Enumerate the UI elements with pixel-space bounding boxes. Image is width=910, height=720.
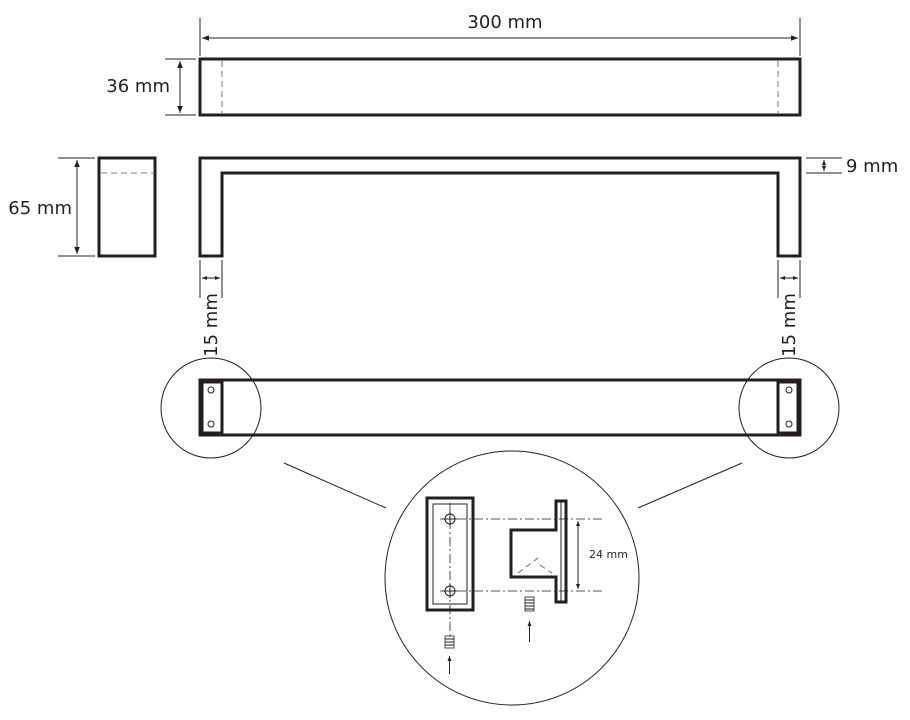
mount-spacing-label: 24 mm [589,548,628,561]
side-view: 65 mm [8,156,157,258]
detail-circle-right [738,357,840,459]
bottom-view [160,357,840,509]
screw-icon [444,635,455,674]
thickness-label: 9 mm [846,156,898,177]
leg-width-right-label: 15 mm [779,293,800,357]
leg-width-left-label: 15 mm [201,293,222,357]
mount-detail: 24 mm [384,450,640,706]
detail-circle-left [160,357,262,459]
screw-icon [524,596,535,642]
front-view: 9 mm 15 mm 15 mm [198,156,898,357]
length-label: 300 mm [467,12,542,33]
depth-label: 36 mm [106,76,170,97]
detail-circle-enlarged [384,450,640,706]
height-label: 65 mm [8,198,72,219]
top-view: 300 mm 36 mm [106,12,802,117]
